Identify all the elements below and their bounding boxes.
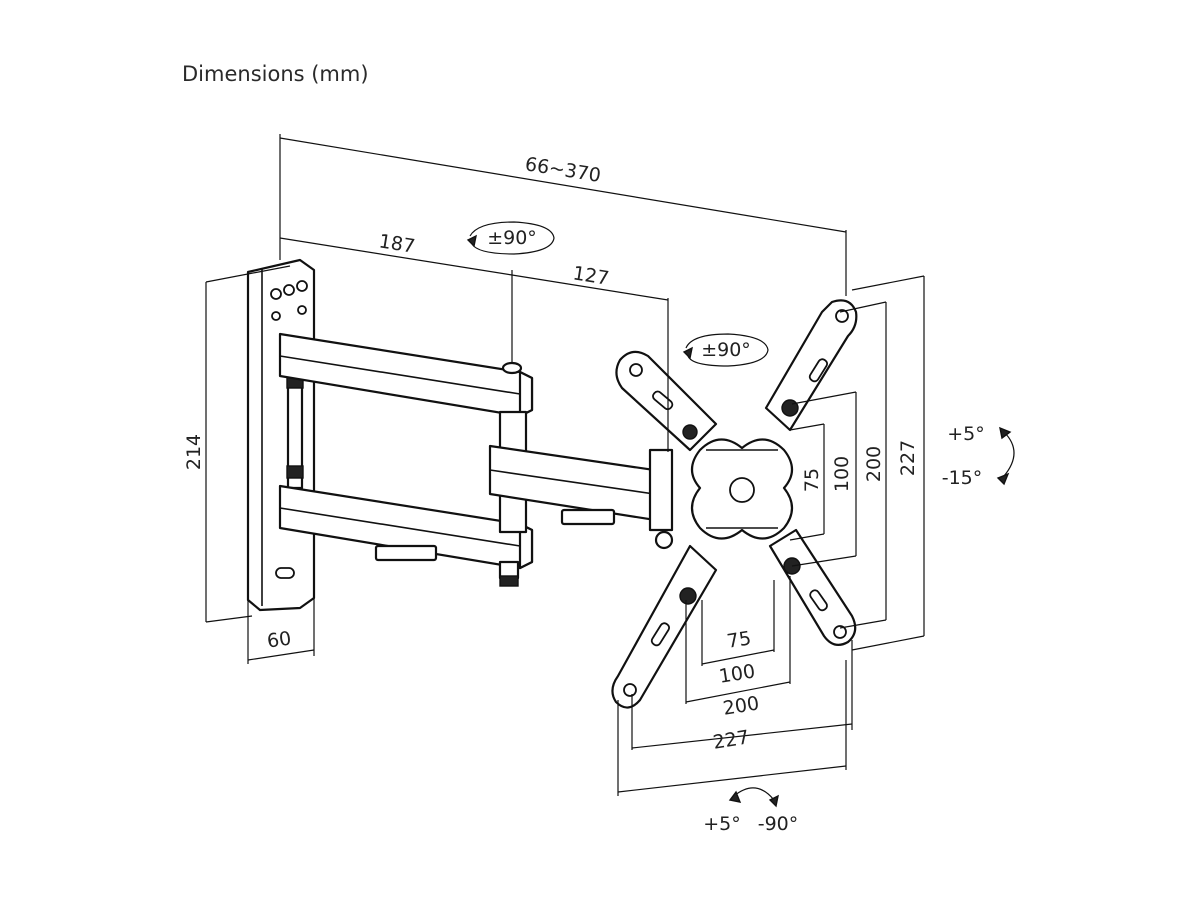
tilt-down-label: -15°	[942, 467, 983, 489]
arm-swivel-arrow-icon	[469, 221, 555, 255]
wall-plate-width-label: 60	[266, 627, 293, 652]
vesa-h-200-label: 200	[721, 692, 760, 719]
rotate-plus-label: +5°	[703, 813, 741, 835]
vesa-v-200-label: 200	[863, 446, 885, 482]
vesa-h-227-label: 227	[711, 726, 750, 753]
head-swivel-arrow-icon	[685, 333, 769, 367]
rotation-arrows	[466, 221, 1015, 808]
upper-arm	[278, 332, 534, 418]
dimension-lines	[205, 134, 925, 796]
wall-plate-height-label: 214	[183, 434, 205, 470]
rotate-arrow-icon	[733, 787, 775, 801]
vesa-v-75-label: 75	[801, 468, 823, 492]
rotate-minus-label: -90°	[758, 813, 799, 835]
vesa-bracket	[611, 299, 858, 709]
vesa-h-100-label: 100	[717, 660, 756, 687]
rotation-labels: ±90° ±90° +5° -15° +5° -90°	[487, 227, 985, 835]
arm-swivel-label: ±90°	[487, 227, 537, 249]
arm-first-label: 187	[377, 230, 416, 257]
head-swivel-label: ±90°	[701, 339, 751, 361]
head-arm	[488, 444, 674, 550]
overall-reach-label: 66~370	[524, 153, 603, 187]
wall-pivot	[286, 375, 304, 490]
tilt-arrow-icon	[1003, 431, 1015, 477]
dimension-labels: 66~370 187 127 214 60 75 100 200 227 75 …	[183, 153, 919, 754]
diagram-title: Dimensions (mm)	[182, 62, 369, 86]
vesa-h-75-label: 75	[725, 627, 752, 653]
vesa-v-100-label: 100	[831, 456, 853, 492]
wall-plate	[246, 258, 316, 612]
vesa-v-227-label: 227	[897, 440, 919, 476]
tilt-up-label: +5°	[947, 423, 985, 445]
lower-arm	[278, 484, 534, 587]
